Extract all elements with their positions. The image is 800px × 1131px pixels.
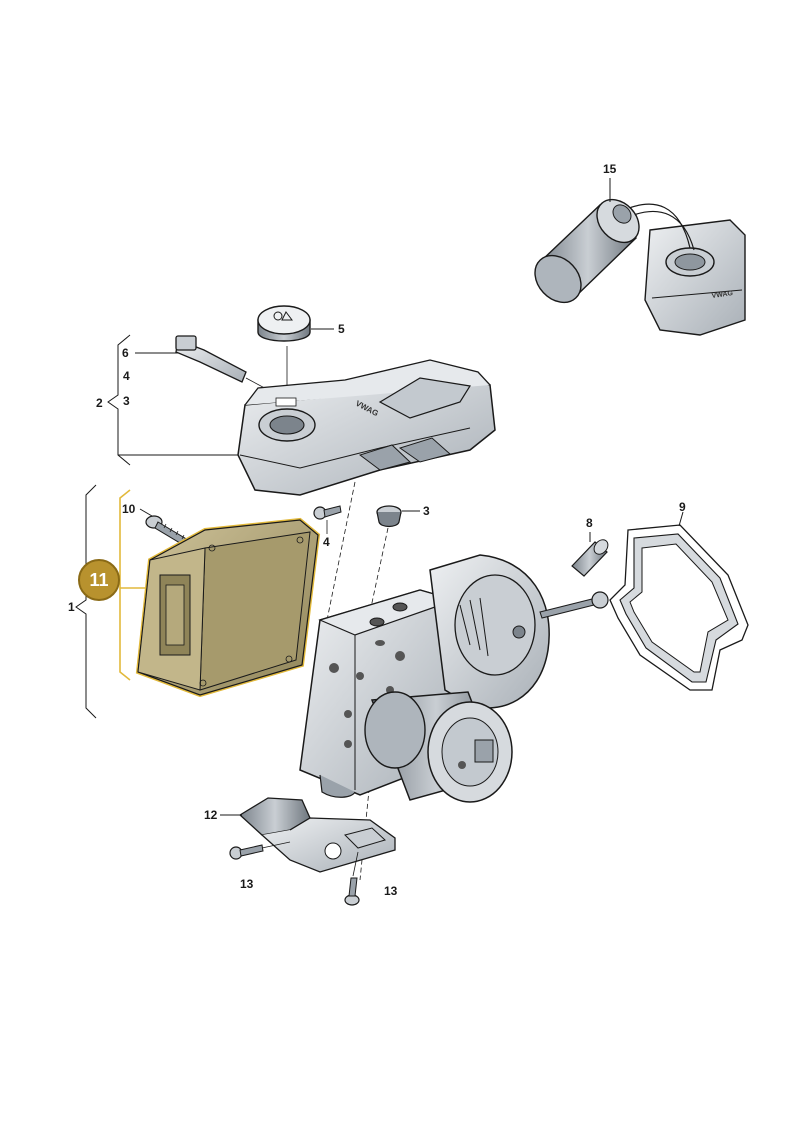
inset-reservoir-15[interactable]: VWAG	[619, 203, 746, 336]
guide-13-left	[261, 841, 291, 849]
grommet-3[interactable]	[376, 505, 402, 528]
label-3: 3	[423, 504, 430, 518]
leader-10	[139, 508, 153, 517]
guide-13	[352, 851, 359, 877]
label-4-top: 4	[123, 369, 130, 383]
guide-dashed-a	[324, 481, 356, 631]
sleeve-8[interactable]	[571, 537, 611, 577]
label-13-left: 13	[240, 877, 254, 891]
bolt-13-right[interactable]	[344, 877, 360, 906]
bracket-11	[119, 489, 131, 681]
gasket-9[interactable]	[609, 524, 749, 691]
level-sensor-6[interactable]	[175, 335, 247, 383]
label-15: 15	[603, 162, 617, 176]
bracket-1	[75, 484, 97, 719]
motor[interactable]	[364, 691, 513, 803]
reservoir-cap-5[interactable]	[257, 305, 311, 342]
label-2: 2	[96, 396, 103, 410]
screw-10[interactable]	[145, 515, 189, 547]
label-1: 1	[68, 600, 75, 614]
label-13-right: 13	[384, 884, 398, 898]
bolt-13-left[interactable]	[229, 844, 264, 860]
label-5: 5	[338, 322, 345, 336]
rod[interactable]	[539, 591, 609, 619]
cylinder-15[interactable]	[526, 191, 648, 311]
bracket-plate-12[interactable]	[238, 797, 396, 873]
label-6: 6	[122, 346, 129, 360]
label-8: 8	[586, 516, 593, 530]
brake-fluid-reservoir[interactable]: VWAG	[237, 359, 496, 496]
label-12: 12	[204, 808, 218, 822]
bolt-4[interactable]	[313, 505, 342, 520]
label-4: 4	[323, 535, 330, 549]
inset-brand-text: VWAG	[711, 290, 734, 300]
label-3-top: 3	[123, 394, 130, 408]
guide-dashed-b	[369, 527, 389, 613]
label-9: 9	[679, 500, 686, 514]
control-unit-11[interactable]	[135, 517, 321, 698]
leader-9	[678, 511, 684, 527]
pump-housing[interactable]	[429, 554, 550, 709]
callout-11[interactable]: 11	[78, 559, 120, 601]
label-10: 10	[122, 502, 136, 516]
